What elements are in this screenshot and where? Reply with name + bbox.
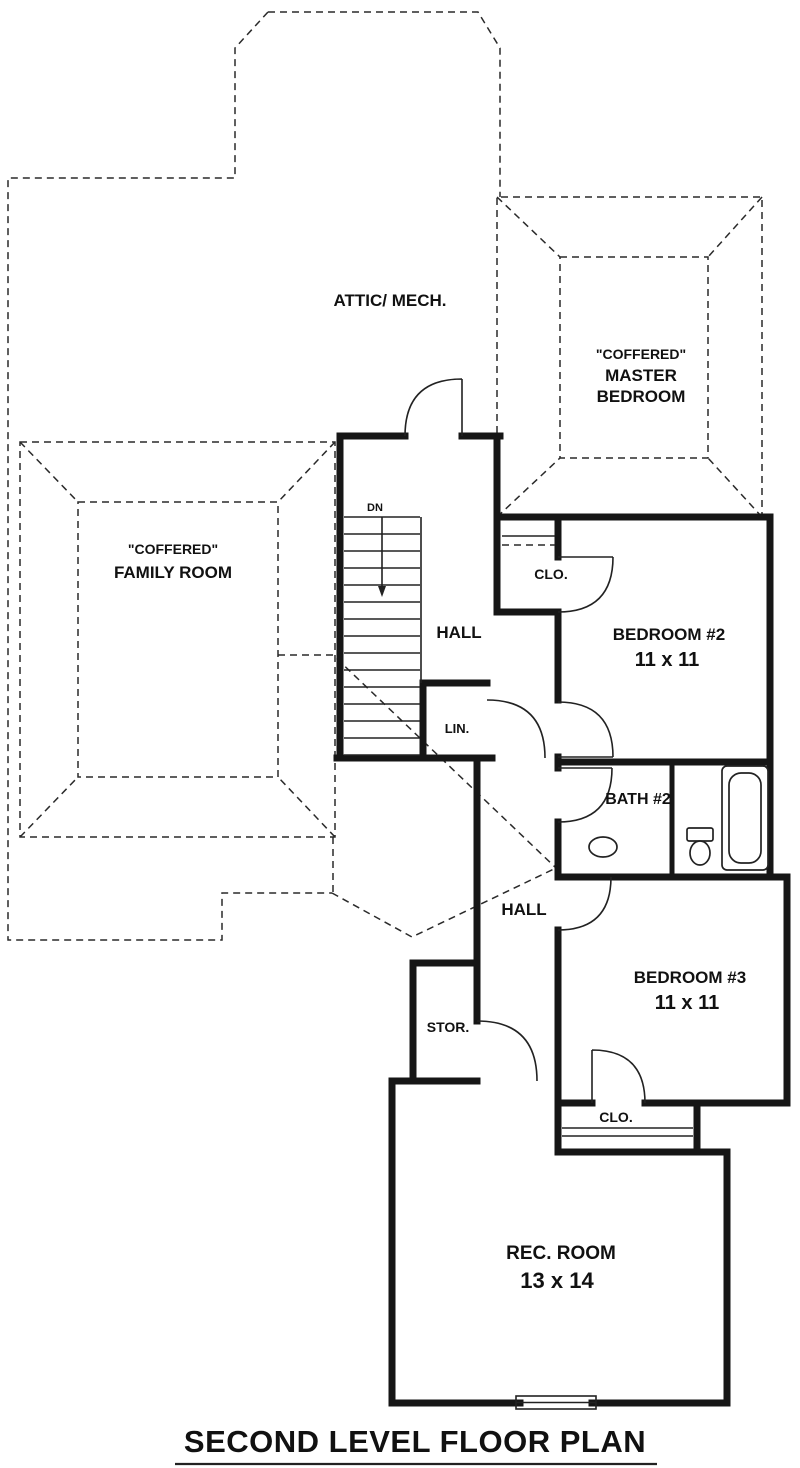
stair-direction-arrow	[378, 586, 386, 597]
room-labels: ATTIC/ MECH. "COFFERED" MASTER BEDROOM "…	[114, 291, 746, 1293]
label-bedroom2-dim: 11 x 11	[635, 649, 700, 671]
closet-shelves	[502, 535, 693, 1137]
label-family-room: FAMILY ROOM	[114, 563, 232, 582]
plan-title-block: SECOND LEVEL FLOOR PLAN	[175, 1424, 657, 1466]
staircase	[344, 516, 422, 756]
label-rec-room-dim: 13 x 14	[520, 1268, 594, 1293]
label-bedroom3-dim: 11 x 11	[655, 992, 720, 1014]
roof-bay-and-left-outline	[7, 11, 501, 941]
label-master-coffered: "COFFERED"	[596, 346, 686, 362]
storage-door-swing	[476, 1020, 538, 1082]
label-bath: BATH #2	[605, 791, 671, 808]
label-closet-lower: CLO.	[599, 1109, 632, 1125]
toilet-bowl	[689, 840, 711, 866]
bedroom3-closet-door-swing	[591, 1049, 646, 1104]
label-hall-lower: HALL	[501, 900, 546, 919]
label-bedroom3: BEDROOM #3	[634, 968, 746, 987]
roof-outline	[7, 11, 557, 941]
master-bedroom-coffered-outline	[496, 196, 763, 518]
label-family-coffered: "COFFERED"	[128, 541, 218, 557]
label-storage: STOR.	[427, 1019, 470, 1035]
label-attic: ATTIC/ MECH.	[333, 291, 446, 310]
label-master-line2: BEDROOM	[597, 387, 686, 406]
family-room-coffered-outline	[19, 441, 336, 838]
door-swings	[404, 378, 646, 1104]
bath-fixtures	[588, 765, 769, 871]
sink	[588, 836, 618, 858]
walls	[333, 432, 791, 1407]
label-linen: LIN.	[445, 721, 470, 736]
exterior-and-interior-walls	[333, 432, 791, 1407]
linen-door-swing	[486, 699, 546, 759]
bedroom2-door-swing	[557, 701, 614, 758]
master-bedroom-outer-box	[496, 196, 763, 517]
closet-upper-door-swing	[557, 556, 614, 613]
plan-title: SECOND LEVEL FLOOR PLAN	[184, 1424, 646, 1459]
master-bedroom-inner-box	[559, 256, 709, 459]
label-hall-upper: HALL	[436, 623, 481, 642]
master-bedroom-corner-diagonals	[496, 196, 763, 518]
label-master-line1: MASTER	[605, 366, 677, 385]
label-rec-room: REC. ROOM	[506, 1243, 616, 1264]
label-bedroom2: BEDROOM #2	[613, 625, 725, 644]
rec-room-window	[515, 1395, 597, 1410]
bedroom3-door-swing	[557, 876, 612, 931]
label-closet-upper: CLO.	[534, 566, 567, 582]
toilet-tank	[686, 827, 714, 842]
family-room-corner-diagonals	[19, 441, 336, 838]
bath-door-swing	[557, 767, 613, 823]
attic-door-swing	[404, 378, 463, 437]
closet-lower-shelf-lines	[562, 1127, 693, 1137]
family-room-inner-box	[77, 501, 279, 778]
roof-valley-lines	[278, 654, 557, 938]
bathtub-basin	[728, 772, 762, 864]
label-stairs-dn: DN	[367, 502, 383, 514]
